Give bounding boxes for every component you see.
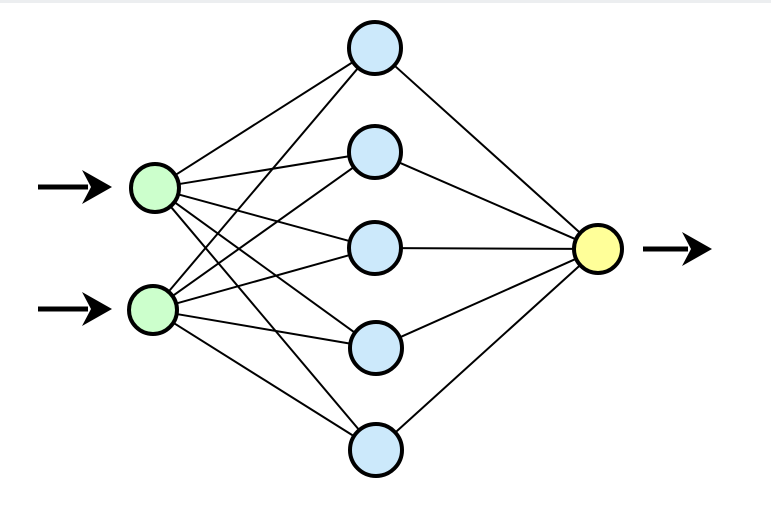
io-arrows	[38, 170, 712, 326]
input-arrow-bottom	[38, 292, 112, 326]
node-h4[interactable]	[348, 320, 404, 376]
hidden-layer-node-circle[interactable]	[348, 320, 404, 376]
node-i1[interactable]	[129, 162, 181, 214]
input-layer-node-circle[interactable]	[129, 162, 181, 214]
hidden-layer-node-circle[interactable]	[347, 20, 403, 76]
node-o1[interactable]	[572, 223, 624, 275]
input-arrow-top	[38, 170, 112, 204]
connection-edges	[166, 60, 583, 439]
edge-i2-h4	[174, 312, 353, 345]
edge-i2-h1	[166, 65, 361, 294]
edge-h4-o1	[397, 257, 579, 340]
edge-h3-o1	[398, 247, 577, 250]
edge-i1-h3	[175, 192, 353, 243]
edge-i1-h4	[172, 200, 358, 335]
network-nodes	[127, 20, 624, 478]
edge-i2-h5	[171, 320, 357, 439]
edge-i1-h5	[168, 204, 362, 433]
node-i2[interactable]	[127, 284, 179, 336]
output-arrow	[643, 232, 712, 266]
input-arrow-top-head	[82, 170, 112, 204]
input-layer-node-circle[interactable]	[127, 284, 179, 336]
hidden-layer-node-circle[interactable]	[347, 124, 403, 180]
output-arrow-head	[682, 232, 712, 266]
edge-i1-h1	[173, 60, 356, 178]
top-edge-band	[0, 0, 771, 3]
hidden-layer-node-circle[interactable]	[347, 220, 403, 276]
hidden-layer-node-circle[interactable]	[348, 422, 404, 478]
edge-h2-o1	[396, 160, 579, 242]
node-h2[interactable]	[347, 124, 403, 180]
edge-i1-h2	[176, 154, 352, 186]
node-h5[interactable]	[348, 422, 404, 478]
edge-h1-o1	[392, 63, 583, 236]
node-h1[interactable]	[347, 20, 403, 76]
edge-h5-o1	[393, 263, 583, 435]
edge-i2-h2	[170, 165, 357, 299]
input-arrow-bottom-head	[82, 292, 112, 326]
node-h3[interactable]	[347, 220, 403, 276]
edge-i2-h3	[173, 253, 353, 306]
output-layer-node-circle[interactable]	[572, 223, 624, 275]
